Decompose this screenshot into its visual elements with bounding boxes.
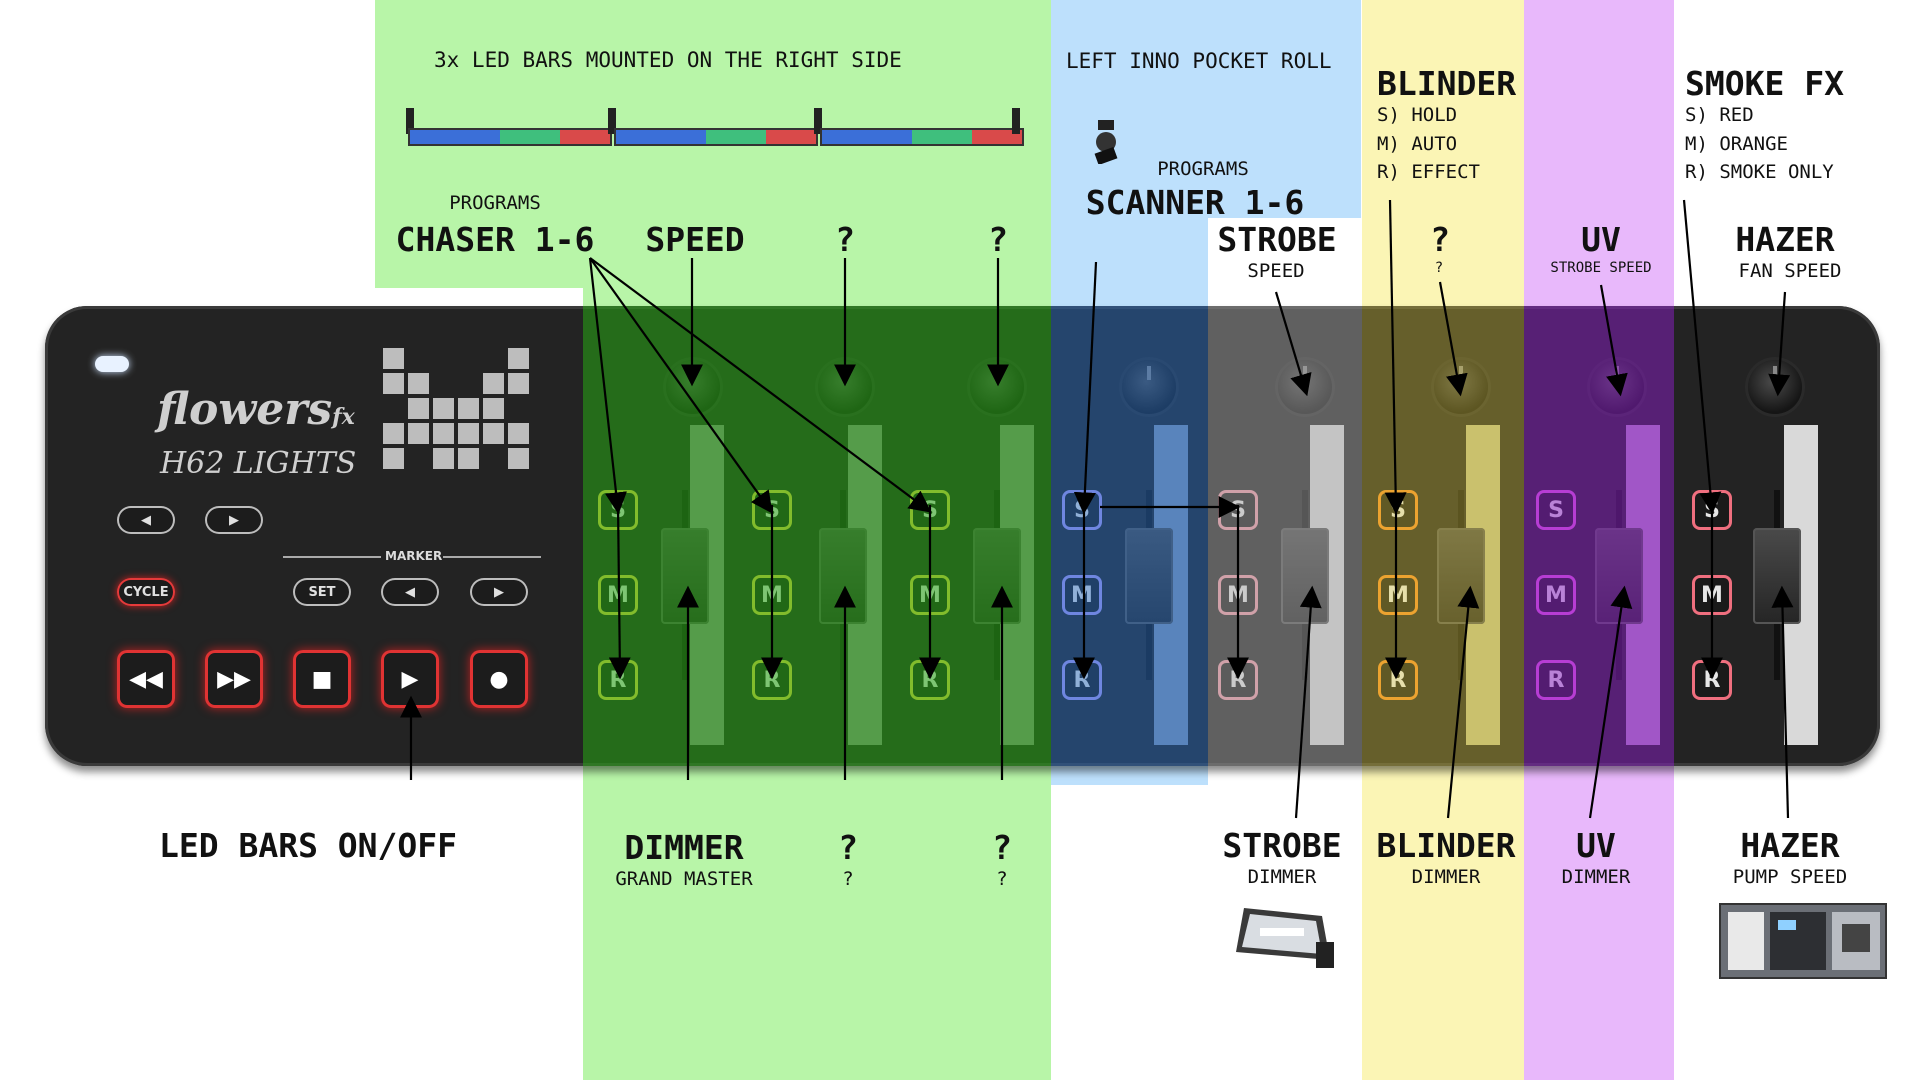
blue-overlay (1051, 306, 1208, 766)
channel-8-record-button[interactable]: R (1692, 660, 1732, 700)
led-bar-2 (614, 128, 818, 146)
bar-mount (406, 108, 414, 134)
brand-suffix: fx (332, 404, 355, 430)
strobe-dimmer-label: DIMMER (1247, 866, 1317, 888)
channel-4-knob[interactable] (1122, 360, 1176, 414)
programs-chaser-label: PROGRAMS (449, 192, 541, 214)
hazer-bottom-label: HAZER (1740, 826, 1840, 865)
marker-line-left (283, 556, 381, 558)
bar-mount (608, 108, 616, 134)
uv-dimmer-label: DIMMER (1561, 866, 1631, 888)
channel-8-fader[interactable] (1753, 528, 1801, 624)
scanner-title: LEFT INNO POCKET ROLL (1066, 49, 1332, 73)
knob3-question: ? (835, 220, 855, 259)
marker-next-button[interactable]: ▶ (470, 578, 528, 606)
bar-mount (1012, 108, 1020, 134)
fader3-question-sub: ? (842, 868, 854, 890)
marker-prev-button[interactable]: ◀ (381, 578, 439, 606)
cycle-button[interactable]: CYCLE (117, 578, 175, 606)
strobe-fixture-icon (1230, 902, 1340, 978)
channel-4-fader[interactable] (1125, 528, 1173, 624)
marker-line-right (443, 556, 541, 558)
yellow-overlay (1362, 306, 1524, 766)
blinder-mode-s: S) HOLD (1377, 104, 1458, 126)
knob4-question: ? (988, 220, 1008, 259)
purple-overlay (1524, 306, 1674, 766)
speed-label: SPEED (645, 220, 745, 259)
blinder-knob-question: ? (1430, 220, 1450, 259)
brand-name: flowers (157, 384, 333, 435)
channel-6-mute-button[interactable]: M (1378, 575, 1418, 615)
grey-overlay (1208, 306, 1362, 766)
led-bars-onoff-label: LED BARS ON/OFF (158, 826, 458, 865)
power-led (95, 356, 129, 372)
blinder-knob-question-sub: ? (1434, 260, 1444, 276)
strobe-speed-label: SPEED (1247, 260, 1305, 282)
scanner-label: SCANNER 1-6 (1085, 183, 1305, 222)
green-overlay (583, 306, 1051, 766)
channel-8-mute-button[interactable]: M (1692, 575, 1732, 615)
led-bar-1 (408, 128, 612, 146)
grand-master-label: GRAND MASTER (615, 868, 753, 890)
fast-forward-button[interactable]: ▶▶ (205, 650, 263, 708)
hazer-top-label: HAZER (1735, 220, 1835, 259)
strobe-label: STROBE (1217, 220, 1337, 259)
smoke-mode-s: S) RED (1685, 104, 1754, 126)
rewind-button[interactable]: ◀◀ (117, 650, 175, 708)
scanner-icon (1092, 120, 1120, 166)
programs-scanner-label: PROGRAMS (1157, 158, 1249, 180)
hazer-pump-speed-label: PUMP SPEED (1732, 866, 1848, 888)
uv-strobe-speed-label: STROBE SPEED (1550, 260, 1652, 276)
set-button[interactable]: SET (293, 578, 351, 606)
brand-subtitle: H62 LIGHTS (160, 446, 357, 481)
fader4-question-sub: ? (996, 868, 1008, 890)
record-button[interactable]: ● (470, 650, 528, 708)
blue-zone-top (1051, 0, 1361, 218)
led-bar-3 (820, 128, 1024, 146)
track-next-button[interactable]: ▶ (205, 506, 263, 534)
strobe-bottom-label: STROBE (1222, 826, 1342, 865)
blinder-bottom-label: BLINDER (1376, 826, 1516, 865)
dimmer-label: DIMMER (624, 828, 744, 867)
smoke-mode-r: R) SMOKE ONLY (1685, 161, 1834, 183)
uv-bottom-label: UV (1576, 826, 1616, 865)
led-bars-title: 3x LED BARS MOUNTED ON THE RIGHT SIDE (434, 48, 902, 72)
brand-logo: flowersfx (157, 384, 355, 435)
blinder-title: BLINDER (1377, 64, 1517, 103)
channel-8-knob[interactable] (1748, 360, 1802, 414)
stop-button[interactable]: ■ (293, 650, 351, 708)
blinder-dimmer-label: DIMMER (1411, 866, 1481, 888)
fader4-question: ? (992, 828, 1012, 867)
marker-label: MARKER (385, 549, 443, 563)
blinder-mode-m: M) AUTO (1377, 133, 1458, 155)
blinder-mode-r: R) EFFECT (1377, 161, 1480, 183)
bar-mount (814, 108, 822, 134)
hazer-machine-icon (1718, 900, 1888, 982)
hazer-fan-speed-label: FAN SPEED (1738, 260, 1842, 282)
play-button[interactable]: ▶ (381, 650, 439, 708)
channel-4-mute-button[interactable]: M (1062, 575, 1102, 615)
chaser-label: CHASER 1-6 (395, 220, 595, 259)
channel-8-solo-button[interactable]: S (1692, 490, 1732, 530)
uv-top-label: UV (1581, 220, 1621, 259)
strobe-top-panel (1208, 218, 1362, 286)
smoke-title: SMOKE FX (1685, 64, 1844, 103)
fader3-question: ? (838, 828, 858, 867)
pad-matrix-icon (383, 348, 529, 469)
track-prev-button[interactable]: ◀ (117, 506, 175, 534)
smoke-mode-m: M) ORANGE (1685, 133, 1788, 155)
